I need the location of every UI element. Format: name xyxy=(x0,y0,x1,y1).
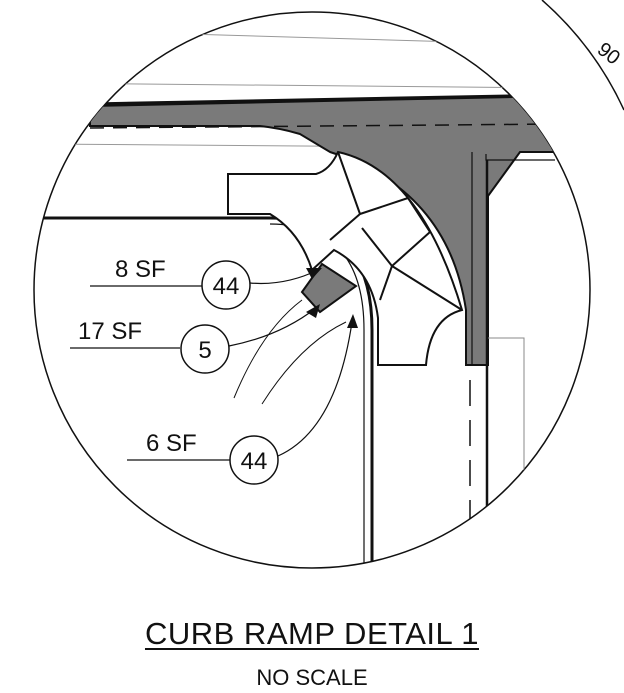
ramp-line xyxy=(329,213,361,241)
callout-area-label: 6 SF xyxy=(146,430,197,457)
callout-tag-number: 5 xyxy=(198,337,211,364)
ramp-line xyxy=(407,197,431,233)
curb-dashed-line xyxy=(89,123,561,129)
ramp-line xyxy=(391,231,431,267)
callout-leader xyxy=(277,321,353,457)
scale-note: NO SCALE xyxy=(256,665,368,690)
callout-tag-circle xyxy=(201,260,251,310)
ramp-line xyxy=(379,265,393,301)
ramp-line xyxy=(359,197,409,215)
callout-6sf: 6 SF 44 xyxy=(127,314,358,485)
property-line xyxy=(488,337,525,560)
back-of-curb xyxy=(485,154,555,161)
callout-area-label: 17 SF xyxy=(78,318,142,345)
callout-area-label: 8 SF xyxy=(115,256,166,283)
curb-top-edge xyxy=(89,93,561,106)
ramp-line xyxy=(361,227,393,267)
outer-arc xyxy=(541,0,624,111)
callout-leader-extra xyxy=(261,321,347,405)
callout-arrowhead xyxy=(306,304,320,318)
detail-title: CURB RAMP DETAIL 1 xyxy=(144,616,479,651)
detail-circle xyxy=(33,11,591,569)
corner-label: 90 xyxy=(593,38,624,69)
callout-leader xyxy=(249,269,319,285)
callout-tag-number: 44 xyxy=(213,273,240,300)
callout-leader-extra xyxy=(233,299,303,399)
street-line xyxy=(119,31,561,46)
detail-contents xyxy=(36,31,561,568)
ramp-line xyxy=(337,151,361,215)
callout-8sf: 8 SF 44 xyxy=(90,256,322,310)
callout-leader xyxy=(228,307,317,347)
callout-tag-number: 44 xyxy=(241,448,268,475)
callout-tag-circle xyxy=(229,435,279,485)
callout-arrowhead xyxy=(347,314,358,328)
ramp-line xyxy=(391,265,463,311)
callout-17sf: 17 SF 5 xyxy=(70,299,347,405)
callout-tag-circle xyxy=(180,324,230,374)
street-line xyxy=(39,82,561,89)
callout-arrowhead xyxy=(306,268,322,279)
